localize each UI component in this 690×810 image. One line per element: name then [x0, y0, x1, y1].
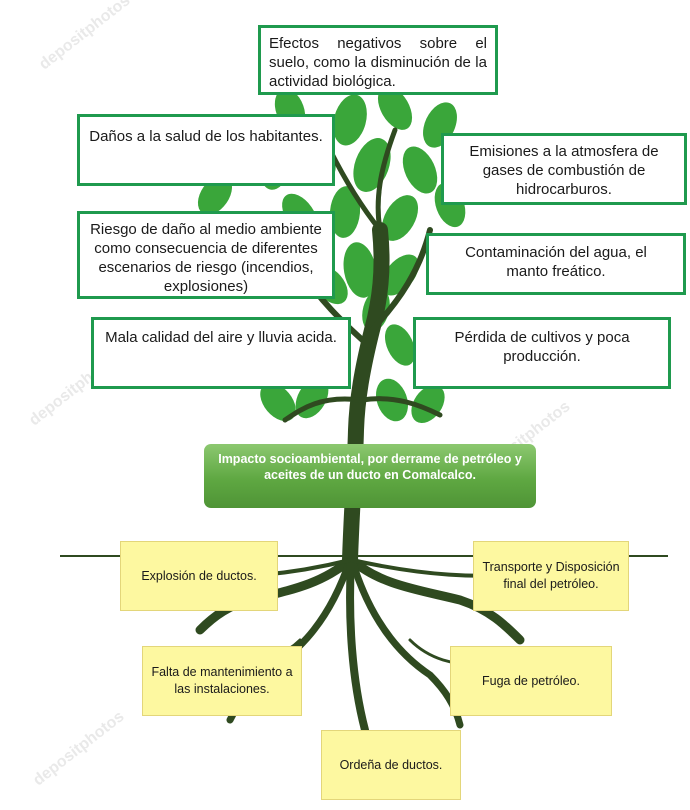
cause-leak-note: Fuga de petróleo. [450, 646, 612, 716]
central-impact-banner: Impacto socioambiental, por derrame de p… [204, 444, 536, 508]
cause-maintenance-note: Falta de mantenimiento a las instalacion… [142, 646, 302, 716]
cause-explosion-note: Explosión de ductos. [120, 541, 278, 611]
effect-health-box: Daños a la salud de los habitantes. [77, 114, 335, 186]
effect-atmosphere-box: Emisiones a la atmosfera de gases de com… [441, 133, 687, 205]
effect-soil-box: Efectos negativos sobre el suelo, como l… [258, 25, 498, 95]
effect-risk-box: Riesgo de daño al medio ambiente como co… [77, 211, 335, 299]
effect-air-box: Mala calidad del aire y lluvia acida. [91, 317, 351, 389]
effect-water-box: Contaminación del agua, el manto freátic… [426, 233, 686, 295]
cause-milking-note: Ordeña de ductos. [321, 730, 461, 800]
effect-crops-box: Pérdida de cultivos y poca producción. [413, 317, 671, 389]
cause-transport-note: Transporte y Disposición final del petró… [473, 541, 629, 611]
